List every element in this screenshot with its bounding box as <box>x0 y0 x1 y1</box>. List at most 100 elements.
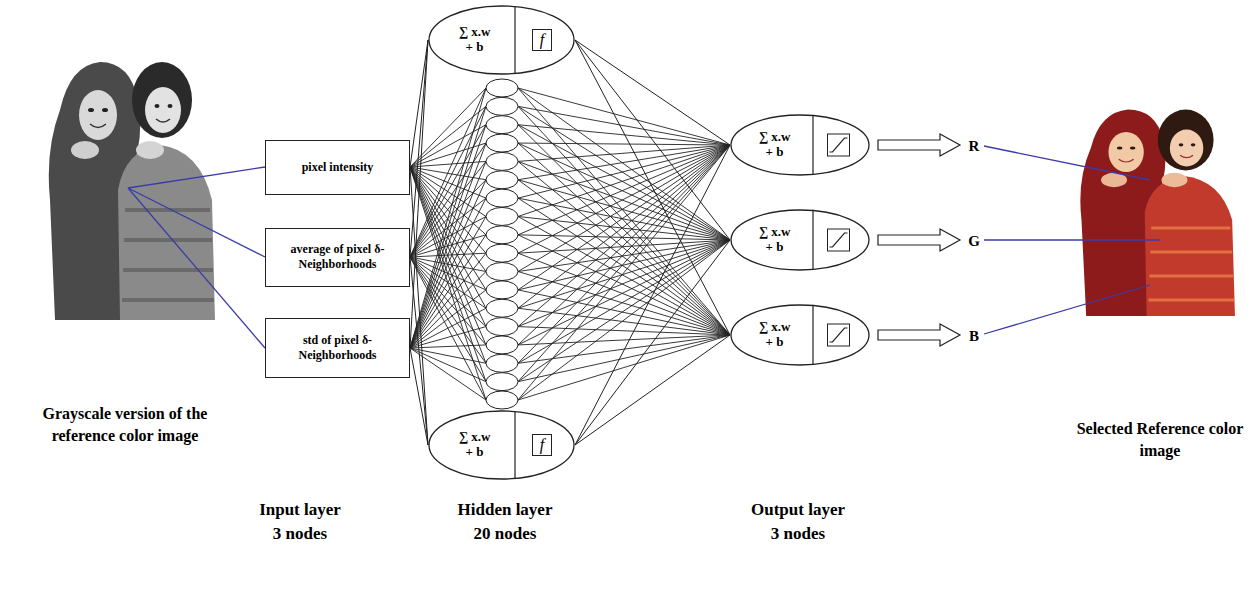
hidden-connection <box>518 145 730 290</box>
hidden-connection <box>410 180 486 348</box>
neuron-divider <box>514 412 515 479</box>
neuron-formula: ∑ x.w + b <box>454 25 496 55</box>
hidden-neuron <box>486 134 518 152</box>
hidden-connection <box>518 253 730 335</box>
grayscale-photo <box>156 119 170 122</box>
color-photo <box>1179 143 1184 146</box>
connection-line <box>410 167 428 445</box>
leader-line <box>128 167 265 188</box>
color-photo <box>1145 176 1235 316</box>
hidden-connection <box>518 145 730 400</box>
hidden-connection <box>518 161 730 240</box>
linear-activation-symbol <box>828 229 850 251</box>
formula-area: ∑ x.w + b <box>736 304 813 366</box>
color-photo <box>1108 132 1143 172</box>
channel-label: R <box>964 136 984 157</box>
hollow-output-arrow <box>878 134 960 346</box>
neuron-divider <box>812 211 813 270</box>
activation-area: f <box>515 5 569 75</box>
hidden-neuron <box>486 244 518 262</box>
hollow-output-arrow <box>878 134 960 156</box>
hidden-connection <box>410 161 486 167</box>
hidden-connection <box>410 235 486 348</box>
hidden-connection <box>518 335 730 400</box>
neuron-formula: ∑ x.w + b <box>454 430 496 460</box>
neuron-outline <box>429 411 574 479</box>
leader-line <box>128 188 265 257</box>
hidden-neuron <box>486 281 518 299</box>
hollow-output-arrow <box>878 229 960 251</box>
hidden-connection <box>410 198 486 257</box>
hidden-connection <box>518 145 730 327</box>
hidden-connection <box>518 106 730 145</box>
activation-area <box>813 114 864 176</box>
hidden-connection <box>518 216 730 335</box>
hidden-neuron <box>486 79 518 409</box>
hidden-connection <box>410 88 486 348</box>
color-photo <box>1080 110 1235 316</box>
neuron-outline <box>429 6 574 74</box>
hidden-connection <box>518 143 730 240</box>
neuron-formula: ∑ x.w + b <box>754 130 796 160</box>
linear-activation-symbol <box>828 134 850 156</box>
linear-activation-symbol <box>830 328 848 342</box>
hidden-neuron <box>486 189 518 207</box>
leader-line <box>128 167 265 348</box>
layer-label: Hidden layer <box>420 498 590 522</box>
hidden-connection <box>518 125 730 335</box>
hidden-neuron <box>486 263 518 281</box>
hidden-neuron <box>486 354 518 372</box>
hidden-connection <box>518 143 730 145</box>
grayscale-photo <box>102 108 108 112</box>
connection-line <box>575 240 730 445</box>
hidden-connection <box>518 161 730 335</box>
connection-line <box>575 335 730 445</box>
grayscale-photo <box>88 108 94 112</box>
grayscale-photo <box>49 62 215 320</box>
neuron-formula: ∑ x.w + b <box>754 225 796 255</box>
grayscale-photo <box>122 210 214 300</box>
hidden-connection <box>410 161 486 257</box>
grayscale-photo <box>71 141 99 159</box>
hidden-connection <box>518 180 730 335</box>
hidden-connection <box>518 145 730 345</box>
image-caption: Selected Reference color image <box>1075 418 1245 463</box>
hidden-connection <box>518 88 730 145</box>
hidden-connection <box>410 257 486 345</box>
color-photo <box>1119 159 1134 162</box>
activation-area <box>813 209 864 271</box>
output-neuron-node: ∑ x.w + b <box>730 304 870 366</box>
neuron-outline <box>730 114 870 176</box>
hidden-connection <box>410 143 486 348</box>
formula-area: ∑ x.w + b <box>736 114 813 176</box>
hidden-connection <box>518 335 730 345</box>
hidden-connection <box>410 106 486 257</box>
neuron-outline <box>730 209 870 271</box>
formula-area: ∑ x.w + b <box>736 209 813 271</box>
hidden-neuron <box>486 373 518 391</box>
linear-activation-symbol <box>830 233 848 247</box>
formula-area: ∑ x.w + b <box>434 5 515 75</box>
linear-activation-symbol <box>830 138 848 152</box>
connection-line <box>575 40 730 335</box>
neuron-outline <box>731 115 869 175</box>
image-caption: Grayscale version of the reference color… <box>10 403 240 448</box>
neuron-divider <box>812 306 813 365</box>
hidden-connection <box>410 167 486 290</box>
layer-label: 3 nodes <box>718 522 878 546</box>
hidden-neuron <box>486 116 518 134</box>
color-photo <box>1148 228 1234 300</box>
grayscale-photo <box>90 124 106 128</box>
leader-line <box>128 188 265 348</box>
hidden-connection <box>518 145 730 363</box>
hidden-neuron <box>486 299 518 317</box>
formula-area: ∑ x.w + b <box>434 410 515 480</box>
hidden-neuron <box>486 152 518 170</box>
hidden-connection <box>518 145 730 235</box>
input-box: std of pixel δ-Neighborhoods <box>265 318 410 378</box>
grayscale-photo <box>132 62 192 138</box>
hidden-connection <box>518 240 730 400</box>
color-photo <box>1191 143 1196 146</box>
hidden-connection <box>518 240 730 327</box>
